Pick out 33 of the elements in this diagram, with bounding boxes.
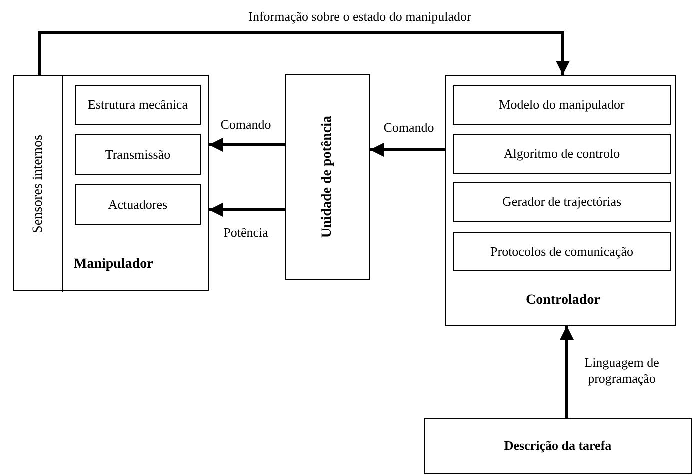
box-label: Estrutura mecânica [88,96,188,114]
process-box [75,134,201,175]
arrow [38,32,570,75]
edge-label: Comando [220,117,272,133]
group-box [13,75,209,291]
box-label: Actuadores [108,196,168,214]
process-box [453,232,671,271]
arrow [370,143,445,157]
edge-label: Linguagem de programação [584,355,660,387]
box-label: Protocolos de comunicação [490,242,634,261]
process-box [453,134,671,174]
group-box [445,75,676,326]
box-label: Transmissão [105,146,171,164]
process-box [75,85,201,125]
arrow [560,326,574,418]
process-box [285,74,370,280]
box-label: Algoritmo de controlo [504,145,620,164]
process-box [75,184,201,225]
edge-label: Comando [382,120,436,136]
box-label: Gerador de trajectórias [502,193,622,212]
box-label: Modelo do manipulador [499,96,625,114]
arrow [209,138,285,152]
edge-label: Informação sobre o estado do manipulador [248,9,472,25]
group-title: Manipulador [74,256,154,274]
group-title: Controlador [526,292,600,310]
edge-label: Potência [222,225,270,241]
process-box [453,85,671,125]
process-box [424,418,692,474]
vertical-label: Unidade de potência [319,116,336,238]
process-box [453,182,671,222]
arrow [209,203,285,217]
vertical-label: Sensores internos [30,134,46,234]
box-label: Descrição da tarefa [504,437,612,456]
